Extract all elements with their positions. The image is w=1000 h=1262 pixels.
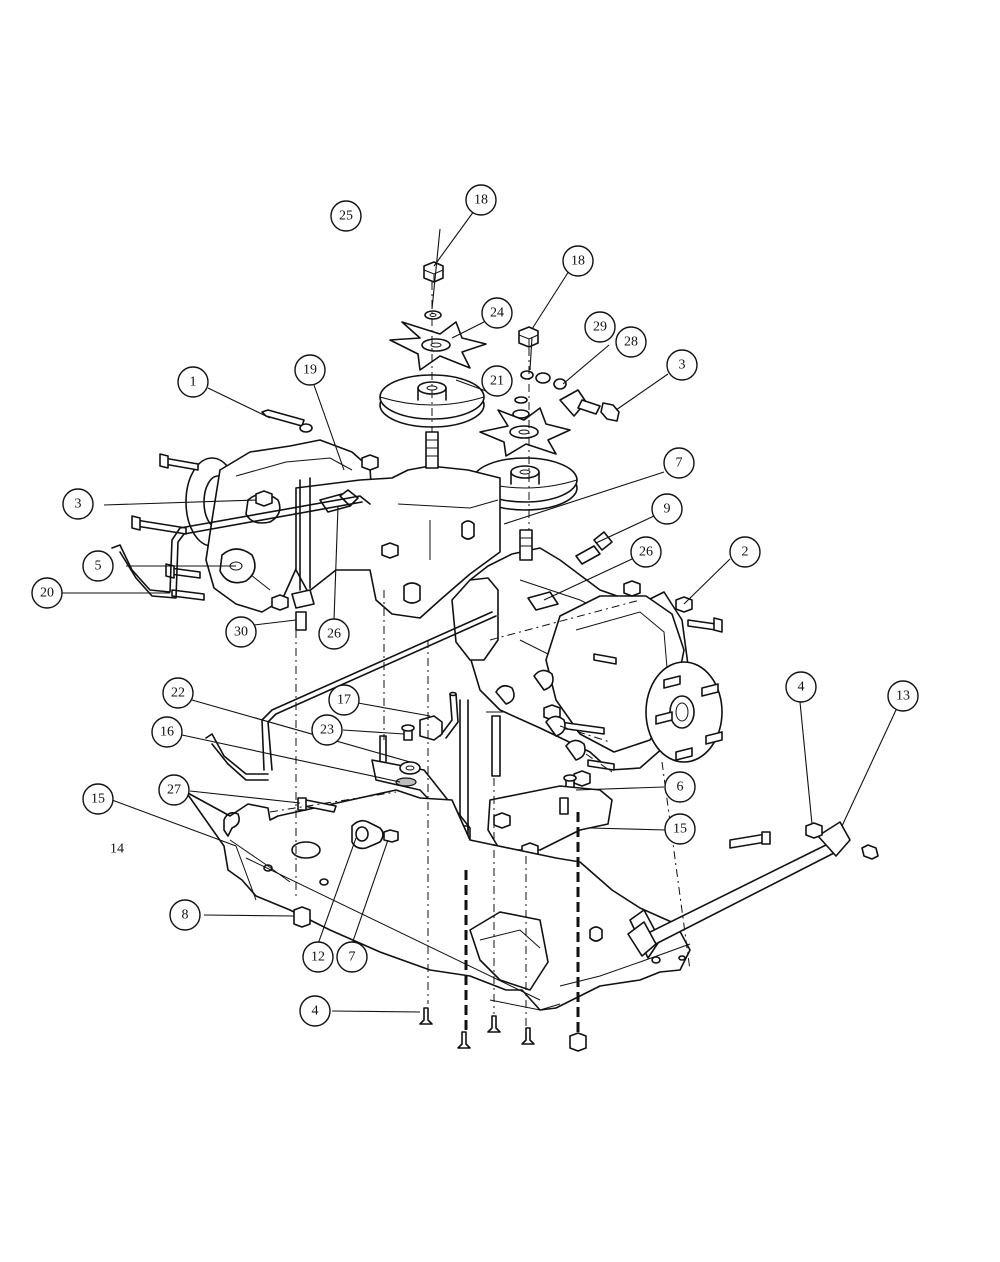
callout-15: 15	[664, 813, 696, 845]
svg-text:30: 30	[234, 625, 248, 640]
callout-19: 19	[294, 354, 326, 386]
callout-8: 8	[169, 899, 201, 931]
svg-text:15: 15	[673, 822, 687, 837]
callout-16: 16	[151, 716, 183, 748]
svg-text:12: 12	[311, 950, 325, 965]
bottom-fasteners	[293, 906, 587, 1052]
callout-18: 18	[562, 245, 594, 277]
svg-text:4: 4	[798, 680, 805, 695]
svg-text:2: 2	[742, 545, 749, 560]
left-transaxle	[131, 409, 501, 631]
svg-text:18: 18	[474, 193, 488, 208]
svg-text:21: 21	[490, 374, 504, 389]
label-14: 14	[110, 842, 124, 857]
svg-text:23: 23	[320, 723, 334, 738]
callout-27: 27	[158, 774, 190, 806]
svg-text:15: 15	[91, 792, 105, 807]
callout-23: 23	[311, 714, 343, 746]
callout-1: 1	[177, 366, 209, 398]
svg-text:17: 17	[337, 693, 351, 708]
callout-25: 25	[330, 200, 362, 232]
svg-text:20: 20	[40, 586, 54, 601]
callout-7: 7	[663, 447, 695, 479]
callout-18: 18	[465, 184, 497, 216]
callout-bubbles: 25 18 18 24 21 29 28 3 1 19 3 7 9 26 2 5…	[31, 184, 919, 1027]
svg-text:4: 4	[312, 1004, 319, 1019]
svg-text:29: 29	[593, 320, 607, 335]
callout-30: 30	[225, 616, 257, 648]
assembly-centerlines	[269, 590, 691, 1034]
frame-plate	[185, 789, 691, 1011]
svg-text:1: 1	[190, 375, 197, 390]
callout-15: 15	[82, 783, 114, 815]
svg-text:22: 22	[171, 686, 185, 701]
svg-text:13: 13	[896, 689, 910, 704]
callout-4: 4	[785, 671, 817, 703]
callout-26: 26	[630, 536, 662, 568]
callout-3: 3	[666, 349, 698, 381]
callout-24: 24	[481, 297, 513, 329]
callout-6: 6	[664, 771, 696, 803]
svg-text:24: 24	[490, 306, 504, 321]
svg-text:27: 27	[167, 783, 181, 798]
svg-text:9: 9	[664, 502, 671, 517]
svg-text:5: 5	[95, 559, 102, 574]
svg-text:16: 16	[160, 725, 174, 740]
svg-text:3: 3	[679, 358, 686, 373]
svg-text:19: 19	[303, 363, 317, 378]
svg-text:26: 26	[327, 627, 341, 642]
svg-text:26: 26	[639, 545, 653, 560]
svg-text:7: 7	[676, 456, 683, 471]
svg-text:14: 14	[110, 842, 124, 857]
svg-text:8: 8	[182, 908, 189, 923]
svg-text:7: 7	[349, 950, 356, 965]
svg-text:25: 25	[339, 209, 353, 224]
callout-12: 12	[302, 941, 334, 973]
callout-5: 5	[82, 550, 114, 582]
control-rods	[111, 495, 497, 781]
svg-text:18: 18	[571, 254, 585, 269]
callout-17: 17	[328, 684, 360, 716]
callout-3: 3	[62, 488, 94, 520]
svg-text:6: 6	[677, 780, 684, 795]
callout-29: 29	[584, 311, 616, 343]
callout-13: 13	[887, 680, 919, 712]
callout-9: 9	[651, 493, 683, 525]
callout-28: 28	[615, 326, 647, 358]
tie-rod	[627, 821, 879, 957]
callout-7: 7	[336, 941, 368, 973]
right-transaxle	[451, 529, 771, 849]
callout-26: 26	[318, 618, 350, 650]
leader-lines	[62, 210, 897, 1013]
callout-2: 2	[729, 536, 761, 568]
callout-4: 4	[299, 995, 331, 1027]
left-spindle-stack	[379, 261, 487, 470]
callout-22: 22	[162, 677, 194, 709]
svg-text:3: 3	[75, 497, 82, 512]
callout-20: 20	[31, 577, 63, 609]
callout-21: 21	[481, 365, 513, 397]
svg-text:28: 28	[624, 335, 638, 350]
